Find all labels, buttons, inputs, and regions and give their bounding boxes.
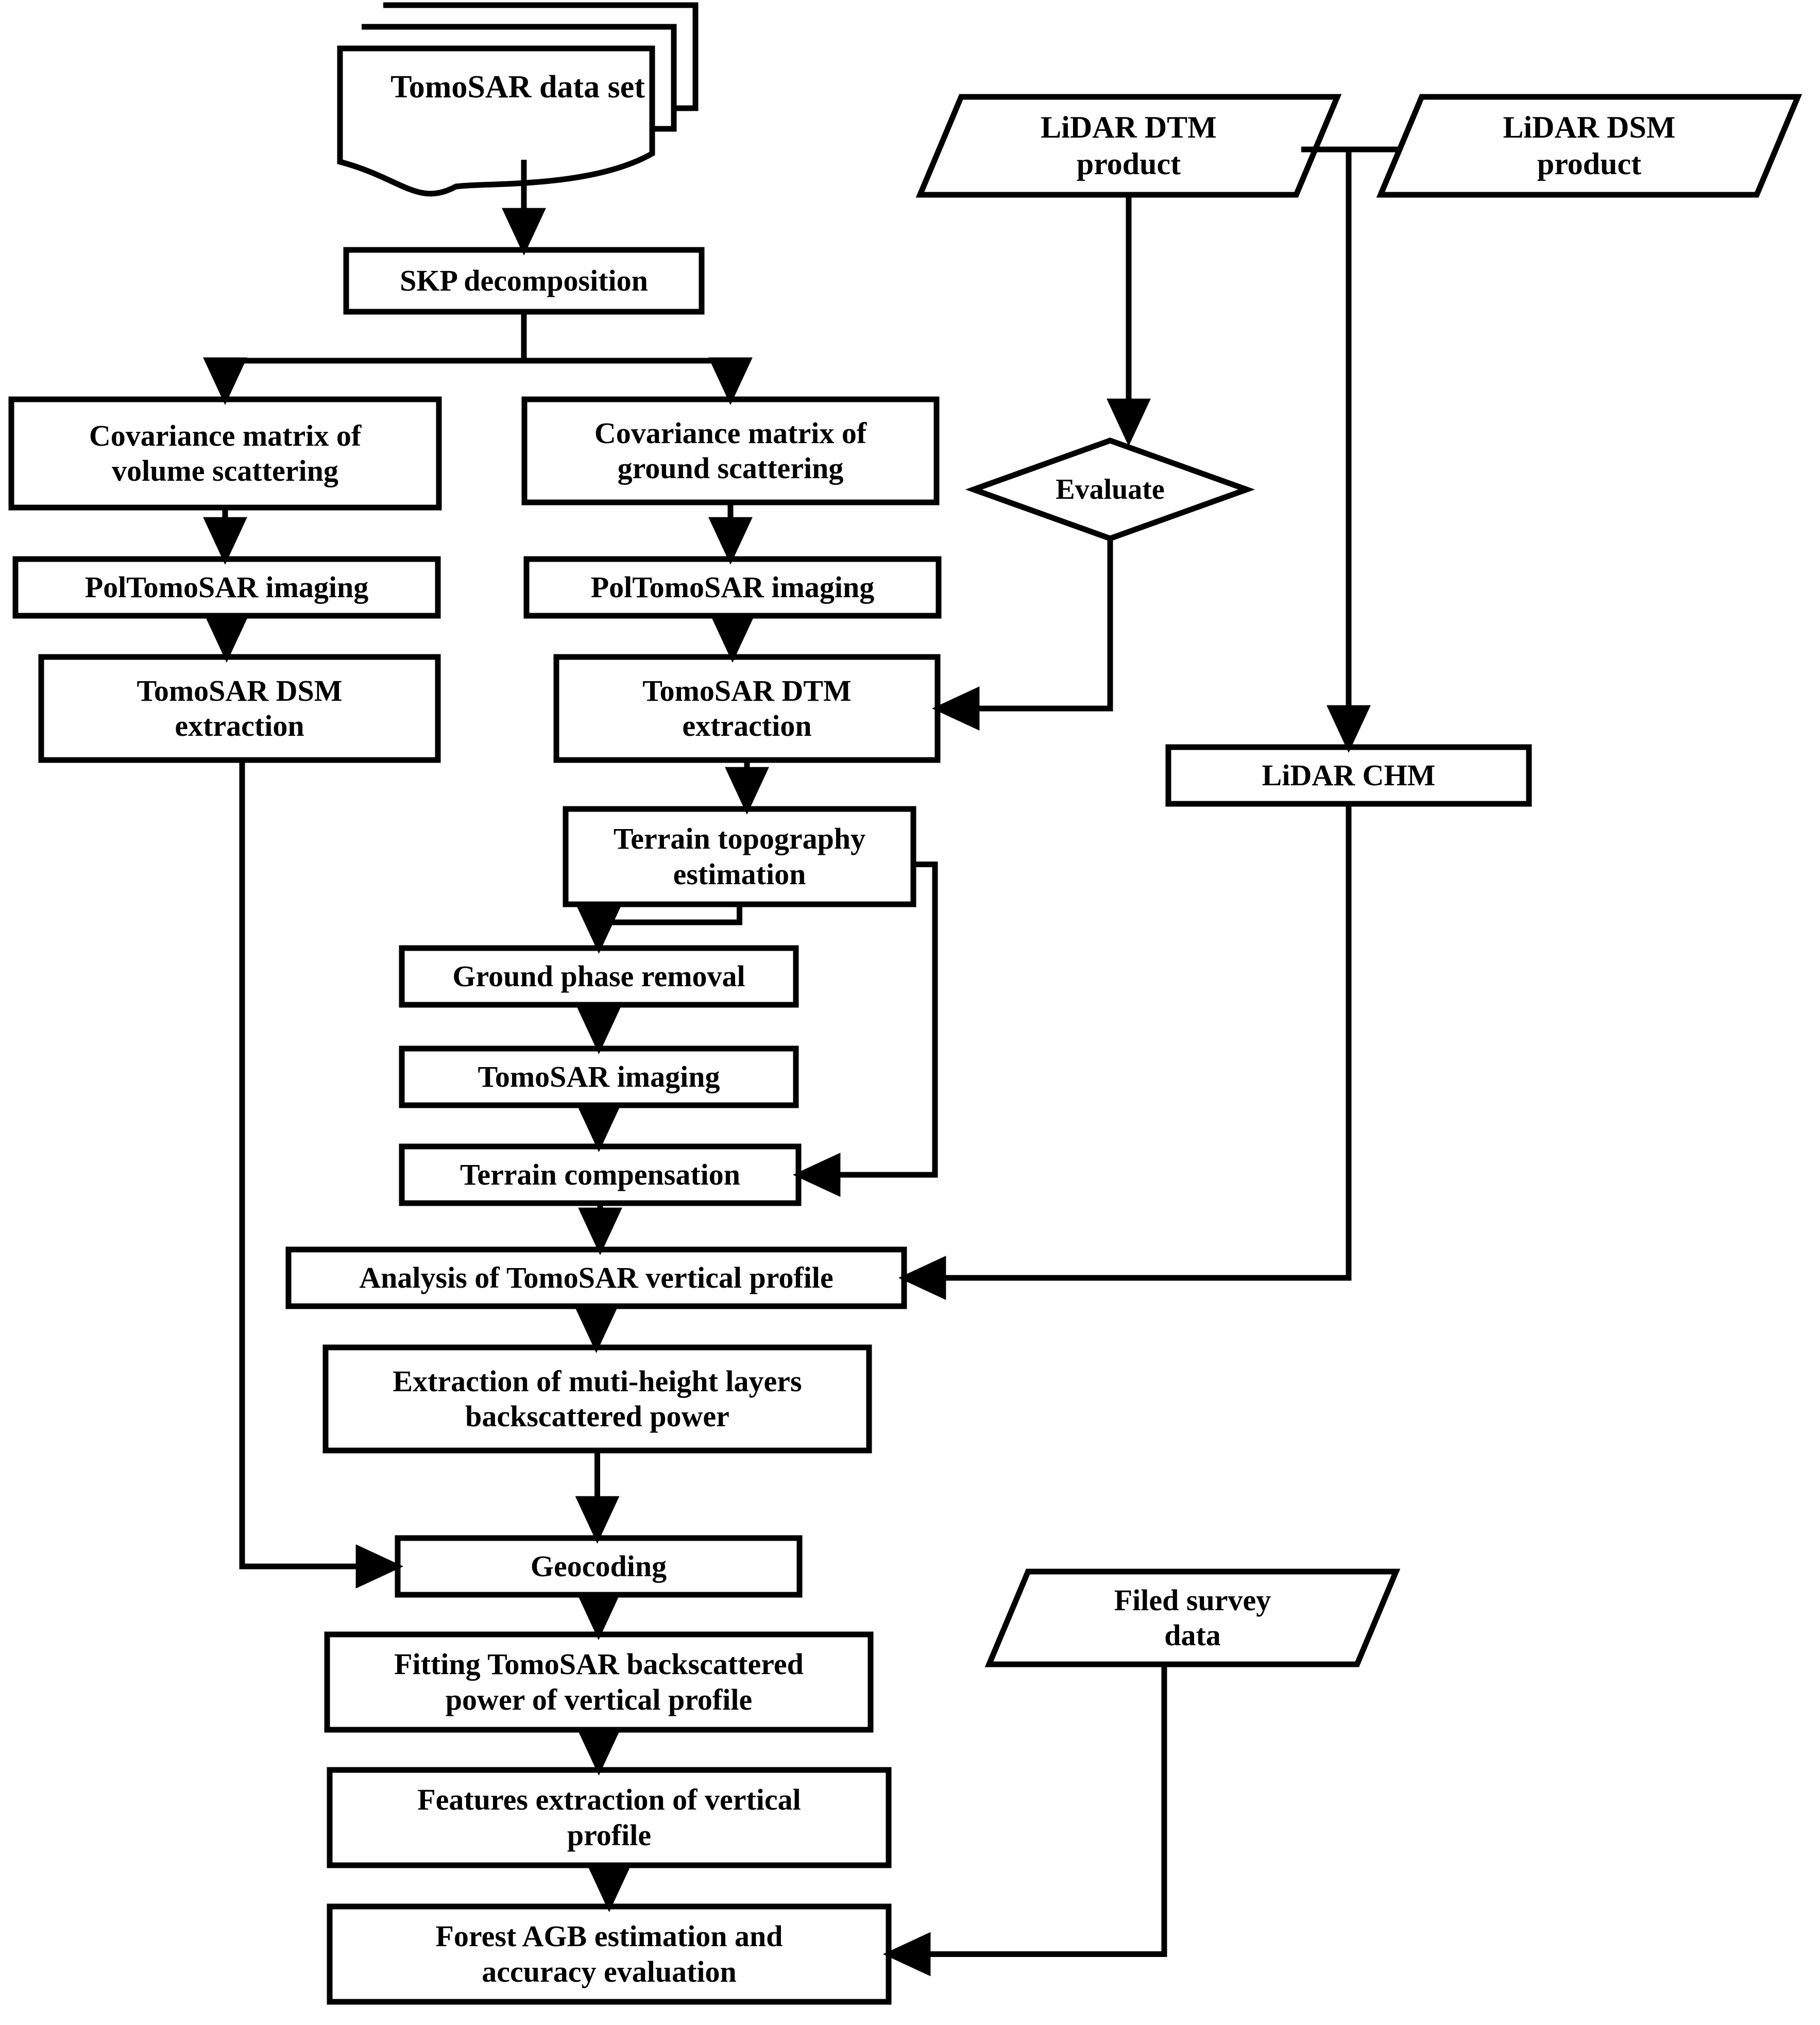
edge-e-dsmproduct-chm bbox=[1326, 146, 1401, 753]
node-skp-decomposition[interactable] bbox=[343, 247, 705, 315]
node-lidar-chm[interactable] bbox=[1165, 744, 1532, 807]
node-cov-ground[interactable] bbox=[521, 396, 940, 505]
node-terrain-compensation[interactable] bbox=[399, 1143, 802, 1206]
node-tomosar-dsm-extraction[interactable] bbox=[38, 654, 441, 763]
node-ground-phase-removal[interactable] bbox=[399, 945, 799, 1008]
edge-e-chm-analysis bbox=[898, 804, 1352, 1300]
node-evaluate[interactable] bbox=[965, 437, 1255, 542]
edge-e-terrain-ground bbox=[576, 904, 742, 954]
node-extraction-layers[interactable] bbox=[322, 1344, 872, 1454]
node-analysis-vertical-profile[interactable] bbox=[285, 1246, 907, 1309]
node-filed-survey-data[interactable] bbox=[984, 1568, 1401, 1667]
node-geocoding[interactable] bbox=[395, 1535, 803, 1598]
edge-e-skp-volume bbox=[203, 312, 527, 405]
node-cov-volume[interactable] bbox=[8, 396, 442, 511]
node-poltomosar-imaging-left[interactable] bbox=[12, 556, 441, 619]
edge-e-evaluate-dtm bbox=[932, 538, 1113, 731]
node-fitting-backscattered[interactable] bbox=[324, 1631, 874, 1733]
node-lidar-dsm-product[interactable] bbox=[1376, 94, 1802, 198]
node-poltomosar-imaging-mid[interactable] bbox=[523, 556, 942, 619]
node-tomosar-dtm-extraction[interactable] bbox=[553, 654, 941, 763]
edge-e-terrain-compensation bbox=[793, 862, 938, 1197]
node-lidar-dtm-product[interactable] bbox=[915, 94, 1342, 198]
node-forest-agb[interactable] bbox=[327, 1903, 892, 2005]
edge-e-dsm-geocoding bbox=[239, 760, 403, 1589]
node-tomosar-data-set[interactable] bbox=[337, 2, 699, 197]
edge-e-skp-ground bbox=[521, 312, 753, 405]
edge-e-survey-agb bbox=[883, 1664, 1167, 1977]
node-features-extraction[interactable] bbox=[327, 1767, 892, 1868]
node-tomosar-imaging[interactable] bbox=[399, 1045, 799, 1108]
node-terrain-topography[interactable] bbox=[563, 806, 916, 907]
